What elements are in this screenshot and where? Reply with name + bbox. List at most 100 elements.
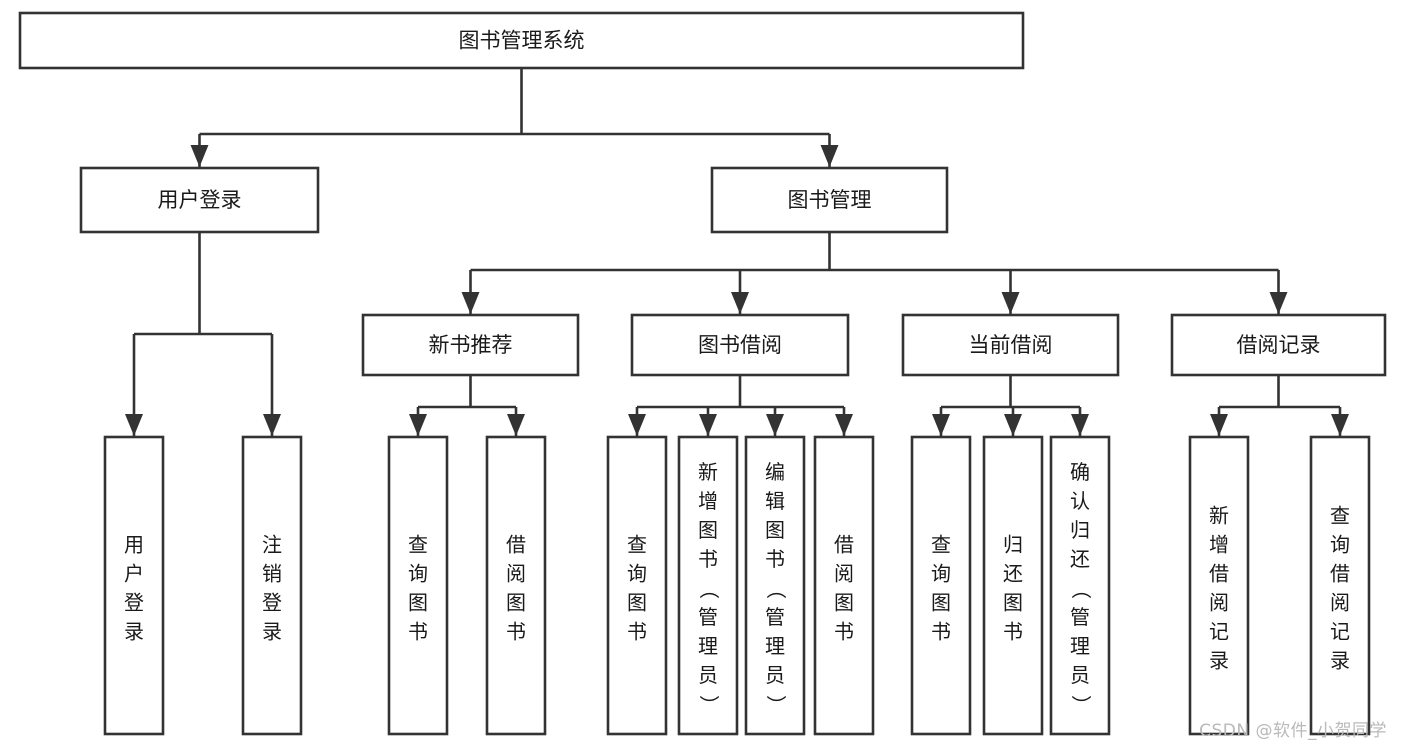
leaf-node-10-label-char: 归 <box>1070 518 1090 542</box>
leaf-node-12-rect[interactable] <box>1309 435 1371 736</box>
leaf-node-0-rect[interactable] <box>103 435 165 736</box>
level3-node-3-rect[interactable] <box>1170 313 1387 377</box>
leaf-node-6-label-char: 员 <box>765 663 785 687</box>
leaf-node-6-label-char: 书 <box>765 547 785 571</box>
leaf-node-3-label-char: 阅 <box>506 562 526 586</box>
leaf-node-8-label-char: 查 <box>931 533 951 557</box>
arrow-head-icon <box>835 414 853 436</box>
leaf-node-11-rect[interactable] <box>1188 435 1250 736</box>
level3-node-0-rect[interactable] <box>361 313 580 377</box>
root-node-book-management-system-label: 图书管理系统 <box>459 29 585 53</box>
level2-node-0-label: 用户登录 <box>158 188 242 212</box>
level3-node-2[interactable]: 当前借阅 <box>901 313 1120 377</box>
leaf-node-6-label-char: 编 <box>765 460 785 484</box>
arrow-head-icon <box>409 414 427 436</box>
watermark-text: CSDN @软件_小贺同学 <box>1199 721 1387 741</box>
leaf-node-2-label-char: 询 <box>408 562 428 586</box>
leaf-node-3-label-char: 借 <box>506 533 526 557</box>
leaf-node-0[interactable]: 用户登录 <box>103 435 165 736</box>
leaf-node-5-label-char: 新 <box>698 460 718 484</box>
arrow-head-icon <box>1071 414 1089 436</box>
leaf-node-0-label-char: 户 <box>124 562 144 586</box>
level2-node-0[interactable]: 用户登录 <box>79 166 320 234</box>
leaf-node-6-label-char: （ <box>764 579 788 599</box>
leaf-node-8-rect[interactable] <box>910 435 972 736</box>
arrow-head-icon <box>1269 292 1288 314</box>
root-node-book-management-system-rect[interactable] <box>18 11 1025 70</box>
arrow-head-icon <box>1004 414 1022 436</box>
leaf-node-0-label-char: 用 <box>124 533 144 557</box>
leaf-node-6-label-char: 图 <box>765 518 785 542</box>
leaf-node-2-label-char: 图 <box>408 591 428 615</box>
leaf-node-0-label-char: 录 <box>124 620 144 644</box>
leaf-node-7-label-char: 阅 <box>834 562 854 586</box>
leaf-node-1-rect[interactable] <box>241 435 303 736</box>
level3-node-2-label: 当前借阅 <box>969 333 1053 357</box>
leaf-node-7-label-char: 图 <box>834 591 854 615</box>
leaf-node-9-rect[interactable] <box>982 435 1044 736</box>
leaf-node-4-label-char: 书 <box>627 620 647 644</box>
level3-node-1[interactable]: 图书借阅 <box>630 313 850 377</box>
leaf-node-5-label-char: 书 <box>698 547 718 571</box>
level3-node-2-rect[interactable] <box>901 313 1120 377</box>
level2-node-0-rect[interactable] <box>79 166 320 234</box>
arrow-head-icon <box>190 145 209 167</box>
arrow-head-icon <box>1331 414 1349 436</box>
leaf-node-7-label-char: 借 <box>834 533 854 557</box>
leaf-node-7-rect[interactable] <box>813 435 875 736</box>
root-node-book-management-system[interactable]: 图书管理系统 <box>18 11 1025 70</box>
leaf-node-12-label-char: 阅 <box>1330 591 1350 615</box>
leaf-node-7-label-char: 书 <box>834 620 854 644</box>
leaf-node-9-label-char: 还 <box>1003 562 1023 586</box>
leaf-node-10-label-char: 确 <box>1070 460 1090 484</box>
arrow-head-icon <box>820 145 839 167</box>
leaf-node-2-rect[interactable] <box>387 435 449 736</box>
leaf-node-11-label-char: 记 <box>1209 620 1229 644</box>
level2-node-1-label: 图书管理 <box>788 188 872 212</box>
leaf-node-10-label-char: 还 <box>1070 547 1090 571</box>
level2-node-1-rect[interactable] <box>710 166 949 234</box>
leaf-node-12-label-char: 记 <box>1330 620 1350 644</box>
leaf-node-5-rect[interactable] <box>677 435 739 736</box>
leaf-node-5-label-char: ） <box>697 695 721 715</box>
leaf-node-5-label-char: （ <box>697 579 721 599</box>
level3-node-3[interactable]: 借阅记录 <box>1170 313 1387 377</box>
leaf-node-4-label-char: 询 <box>627 562 647 586</box>
leaf-node-6-rect[interactable] <box>744 435 806 736</box>
leaf-node-12-label-char: 查 <box>1330 504 1350 528</box>
leaf-node-6-label-char: 管 <box>765 605 785 629</box>
leaf-node-10-label-char: ） <box>1069 695 1093 715</box>
leaf-node-11-label-char: 新 <box>1209 504 1229 528</box>
arrow-head-icon <box>461 292 480 314</box>
leaf-node-6-label-char: 理 <box>765 634 785 658</box>
level3-node-1-rect[interactable] <box>630 313 850 377</box>
leaf-node-11-label-char: 录 <box>1209 649 1229 673</box>
leaf-node-5-label-char: 增 <box>698 489 718 513</box>
arrow-head-icon <box>507 414 525 436</box>
leaf-node-6-label-char: 辑 <box>765 489 785 513</box>
arrow-head-icon <box>263 414 281 436</box>
level2-node-1[interactable]: 图书管理 <box>710 166 949 234</box>
leaf-node-1-label-char: 销 <box>262 562 282 586</box>
leaf-node-4-rect[interactable] <box>606 435 668 736</box>
leaf-node-3-rect[interactable] <box>485 435 547 736</box>
leaf-node-10-rect[interactable] <box>1049 435 1111 736</box>
level3-node-0[interactable]: 新书推荐 <box>361 313 580 377</box>
leaf-node-5-label-char: 图 <box>698 518 718 542</box>
arrow-head-icon <box>731 292 749 314</box>
leaf-node-0-label-char: 登 <box>124 591 144 615</box>
